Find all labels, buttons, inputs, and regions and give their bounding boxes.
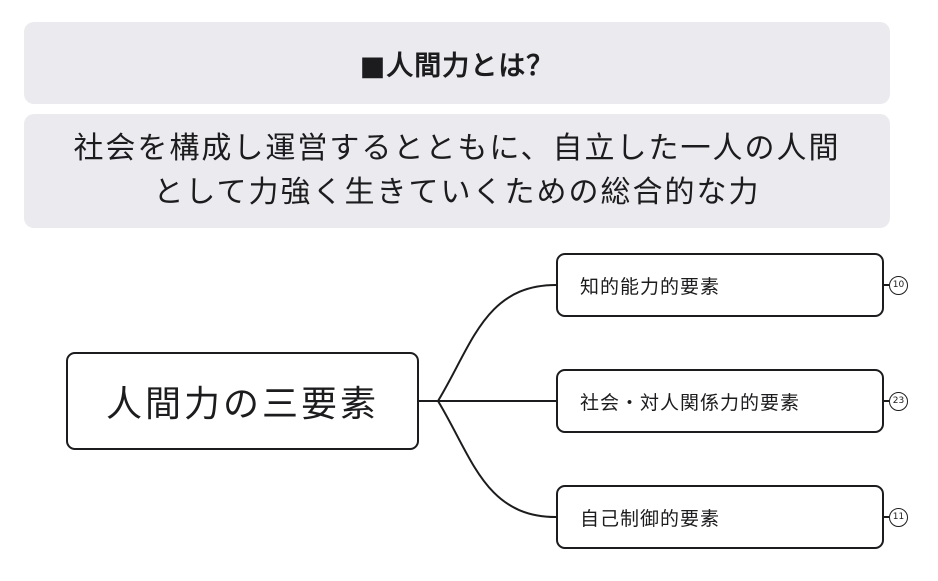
definition-line-1: 社会を構成し運営するとともに、自立した一人の人間 — [73, 131, 841, 166]
node-label: 社会・対人関係力的要素 — [580, 391, 801, 414]
title-panel: ■人間力とは？ — [24, 22, 890, 104]
count-badge[interactable]: 10 — [889, 276, 908, 295]
mindmap-root-node[interactable]: 人間力の三要素 — [66, 352, 419, 450]
definition-panel: 社会を構成し運営するとともに、自立した一人の人間 として力強く生きていくための総… — [24, 114, 890, 228]
connector-line-to-self-control — [437, 400, 557, 518]
node-label: 自己制御的要素 — [580, 507, 721, 530]
connector-line-to-intellectual — [419, 284, 557, 402]
mindmap-node-social[interactable]: 社会・対人関係力的要素 — [556, 369, 884, 433]
count-badge[interactable]: 11 — [889, 508, 908, 527]
node-label: 知的能力的要素 — [580, 275, 721, 298]
mindmap-node-self-control[interactable]: 自己制御的要素 — [556, 485, 884, 549]
mindmap-node-intellectual[interactable]: 知的能力的要素 — [556, 253, 884, 317]
root-node-label: 人間力の三要素 — [105, 384, 379, 425]
definition-line-2: として力強く生きていくための総合的な力 — [153, 175, 761, 210]
page-title: ■人間力とは？ — [359, 50, 555, 82]
count-badge[interactable]: 23 — [889, 392, 908, 411]
